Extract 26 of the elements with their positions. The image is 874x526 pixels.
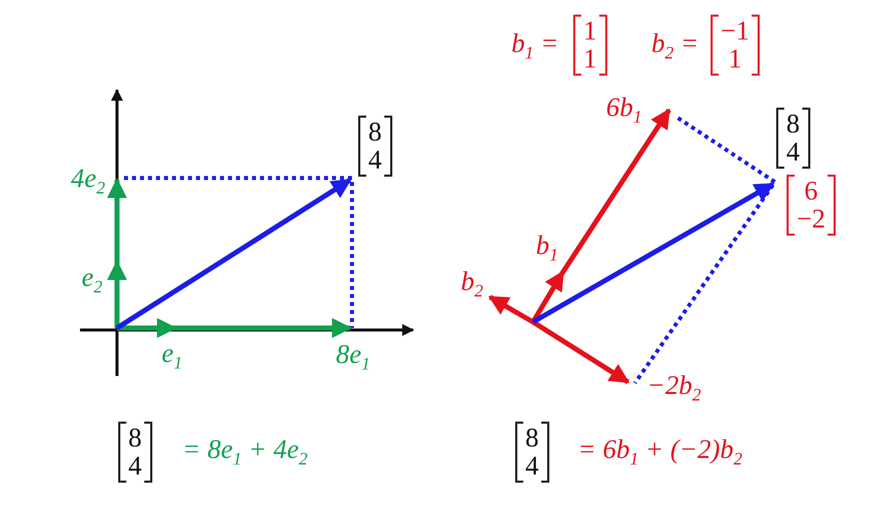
math-label: −2b$_{2}$: [647, 372, 701, 404]
math-label: 8e$_{1}$: [336, 341, 370, 373]
math-label: e$_{1}$: [162, 340, 182, 372]
vector-entry: 4: [368, 146, 382, 174]
math-label: = 8e$_{1}$ + 4e$_{2}$: [182, 436, 308, 468]
math-label: 6b$_{1}$: [606, 94, 642, 126]
vector-entry: 4: [525, 452, 539, 480]
vector-entry: −1: [720, 16, 750, 45]
vector-entry: 8: [786, 110, 800, 138]
vector-entry: 1: [728, 45, 742, 74]
vector-entry: 8: [525, 424, 539, 452]
math-label: e$_{2}$: [82, 264, 102, 296]
math-label: b$_{1}$ =: [511, 30, 559, 62]
vector-entry: 8: [128, 424, 142, 452]
vector-entry: −2: [796, 205, 826, 234]
vector-entry: 4: [128, 452, 142, 480]
vector-entry: 6: [804, 176, 818, 205]
vector-entry: 8: [368, 118, 382, 146]
math-label: 4e$_{2}$: [70, 165, 106, 197]
math-label: b$_{2}$ =: [651, 30, 699, 62]
math-label: = 6b$_{1}$ + (−2)b$_{2}$: [578, 436, 742, 468]
vector-entry: 4: [786, 138, 800, 166]
vector-entry: 1: [583, 45, 597, 74]
math-label: b$_{1}$: [536, 232, 558, 264]
vector-entry: 1: [583, 16, 597, 45]
math-label: b$_{2}$: [460, 268, 484, 300]
